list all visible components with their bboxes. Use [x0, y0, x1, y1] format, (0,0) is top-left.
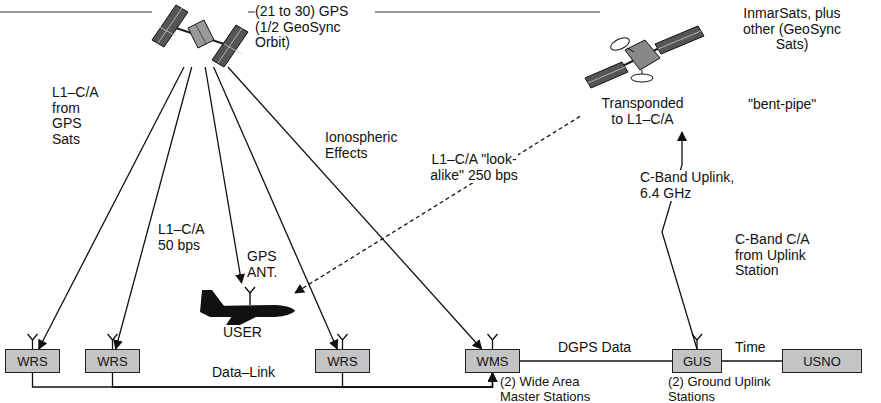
box-text: WMS [477, 354, 509, 369]
orbit-line [0, 11, 152, 12]
satellite-body [188, 20, 214, 48]
dish-mount [627, 48, 634, 52]
inmarsat-node: InmarSats, plus other (GeoSync Sats)Tran… [580, 28, 705, 132]
antenna-label: GPS ANT. [247, 249, 285, 280]
tail-fin [200, 290, 224, 312]
user-aircraft: GPS ANT.USER [195, 283, 295, 323]
edge-label: DGPS Data [558, 340, 648, 356]
panel-line [158, 8, 182, 43]
signal-line [228, 67, 482, 349]
panel-line [158, 26, 176, 36]
box-text: WRS [327, 354, 357, 369]
solar-panel [585, 62, 628, 88]
signal-line [39, 67, 184, 349]
note-label: C-Band C/A from Uplink Station [735, 232, 835, 279]
antenna [28, 334, 38, 340]
signal-line [214, 67, 338, 349]
inmarsat-satellite [585, 26, 704, 88]
satellite-heading: InmarSats, plus other (GeoSync Sats) [740, 6, 844, 53]
edge-label: L1–C/A 50 bps [158, 222, 213, 253]
edge-label: Time [735, 340, 775, 356]
satellite-heading: (21 to 30) GPS (1/2 GeoSync Orbit) [255, 4, 375, 51]
solar-panel [212, 25, 248, 67]
user-label: USER [223, 325, 283, 341]
panel-line [218, 28, 242, 63]
aircraft [200, 287, 295, 325]
gps-satellite [152, 5, 248, 67]
dish-mount [642, 70, 643, 74]
box-text: WRS [97, 354, 127, 369]
gps-satellite-node: (21 to 30) GPS (1/2 GeoSync Orbit) [150, 5, 250, 67]
group-label: (2) Ground Uplink Stations [668, 375, 793, 403]
panel-line [658, 31, 701, 49]
satellite-dish [609, 35, 631, 53]
antenna [338, 334, 348, 340]
edge-label: L1–C/A from GPS Sats [52, 85, 102, 148]
panel-line [588, 67, 625, 83]
antenna [108, 334, 118, 340]
solar-panel [655, 26, 704, 54]
signal-line [343, 373, 493, 387]
dashed-signal-line [295, 116, 580, 293]
panel-line [224, 44, 242, 54]
satellite-body [625, 40, 660, 70]
reference-station-box: WRS [5, 349, 60, 373]
signal-line [722, 360, 782, 361]
satellite-dish [631, 74, 653, 82]
signal-line [520, 360, 672, 361]
time-source-box: USNO [782, 349, 862, 373]
box-text: USNO [803, 354, 841, 369]
edge-label: C-Band Uplink, 6.4 GHz [640, 170, 745, 201]
group-label: (2) Wide Area Master Stations [500, 375, 612, 403]
signal-line [116, 67, 192, 349]
edge-label: L1–C/A "look-alike" 250 bps [430, 152, 518, 183]
box-text: GUS [683, 354, 711, 369]
solar-panel [152, 5, 188, 47]
box-text: WRS [17, 354, 47, 369]
edge-label: Ionospheric Effects [325, 130, 405, 161]
uplink-station-box: GUS [672, 349, 722, 373]
antenna [488, 334, 498, 340]
edge-label: Data–Link [212, 365, 292, 381]
master-station-box: WMS [465, 349, 520, 373]
signal-line [662, 132, 697, 349]
note-label: "bent-pipe" [748, 97, 838, 113]
reference-station-box: WRS [315, 349, 370, 373]
signal-line [113, 373, 493, 387]
satellite-note: Transponded to L1–C/A [595, 96, 690, 127]
gps-antenna [245, 287, 255, 293]
body-line [196, 25, 206, 44]
reference-station-box: WRS [85, 349, 140, 373]
wing [226, 316, 258, 325]
